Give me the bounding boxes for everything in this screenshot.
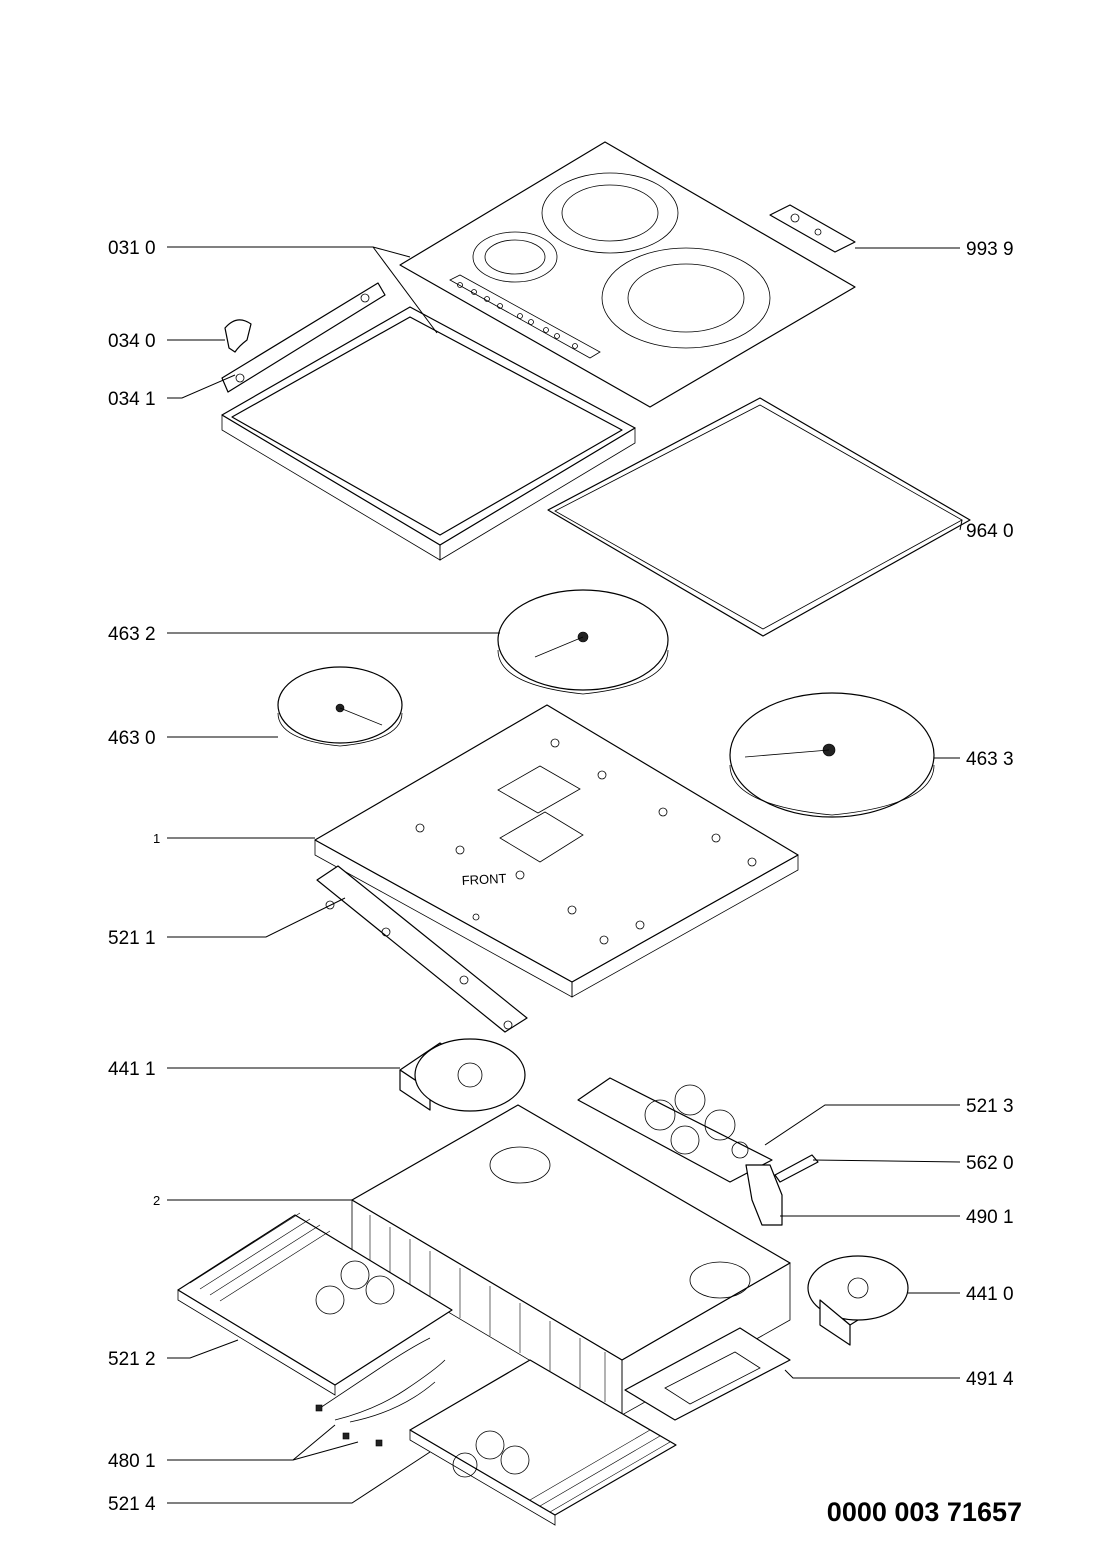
callout-964-0: 964 0 [966, 521, 1014, 542]
power-board-left [177, 1212, 453, 1396]
induction-coil-small-part [277, 666, 403, 747]
callout-441-0: 441 0 [966, 1284, 1014, 1305]
callout-463-3: 463 3 [966, 749, 1014, 770]
callout-441-1: 441 1 [108, 1059, 156, 1080]
callout-521-2: 521 2 [108, 1349, 156, 1370]
callout-034-0: 034 0 [108, 331, 156, 352]
board-cover [624, 1327, 791, 1421]
front-profile-strip [221, 282, 386, 393]
coil-carrier-plate: FRONT [314, 704, 799, 998]
fixing-bracket-part [769, 204, 856, 253]
glass-ceramic-hob-top [399, 141, 856, 408]
front-marking: FRONT [461, 871, 507, 888]
leader-lines [167, 246, 963, 1504]
callout-034-1: 034 1 [108, 389, 156, 410]
cable-set [315, 1337, 446, 1447]
hob-support-frame [221, 306, 636, 561]
callout-562-0: 562 0 [966, 1153, 1014, 1174]
callout-490-1: 490 1 [966, 1207, 1014, 1228]
callout-1: 1 [153, 831, 160, 846]
base-housing [351, 1104, 791, 1416]
cooling-fan-upper [399, 1038, 526, 1112]
document-number: 0000 003 71657 [827, 1497, 1022, 1527]
callout-2: 2 [153, 1193, 160, 1208]
fuse-part [774, 1154, 819, 1183]
callout-031-0: 031 0 [108, 238, 156, 259]
callout-521-3: 521 3 [966, 1096, 1014, 1117]
callout-521-1: 521 1 [108, 928, 156, 949]
control-board-strip [316, 865, 528, 1033]
power-board-bottom [409, 1359, 677, 1526]
induction-coil-xl-part [729, 692, 935, 818]
cooling-fan-lower [807, 1255, 909, 1346]
callout-993-9: 993 9 [966, 239, 1014, 260]
callout-521-4: 521 4 [108, 1494, 156, 1515]
induction-coil-large-part [497, 589, 669, 695]
power-board-upper [577, 1077, 773, 1183]
callout-491-4: 491 4 [966, 1369, 1014, 1390]
clip-part [224, 319, 252, 353]
holder-part [745, 1164, 783, 1226]
callout-463-2: 463 2 [108, 624, 156, 645]
callout-480-1: 480 1 [108, 1451, 156, 1472]
callout-463-0: 463 0 [108, 728, 156, 749]
